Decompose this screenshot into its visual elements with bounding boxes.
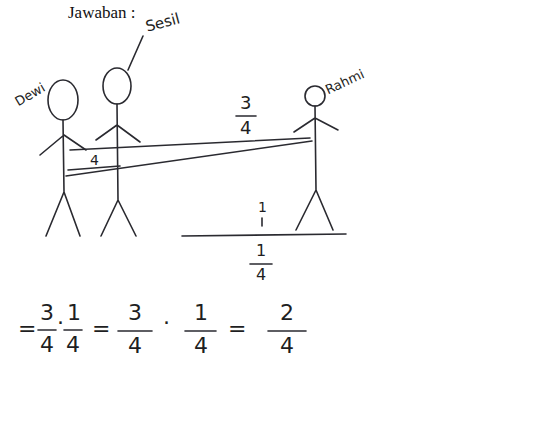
fraction-digit: 4 xyxy=(66,334,80,356)
fraction-digit: 3 xyxy=(128,302,142,324)
equals-sign: = xyxy=(228,318,246,340)
fraction-digit: 4 xyxy=(280,335,294,357)
distance-digit: 1 xyxy=(258,200,267,214)
fraction-digit: 4 xyxy=(128,335,142,357)
heading: Jawaban : xyxy=(68,4,136,21)
multiply-dot: · xyxy=(163,312,170,334)
fraction-digit: 1 xyxy=(256,243,266,259)
equals-sign: = xyxy=(18,318,36,340)
fraction-digit: 4 xyxy=(240,119,251,137)
fraction-digit: 3 xyxy=(40,302,54,324)
equals-sign: = xyxy=(92,318,110,340)
fraction-digit: 1 xyxy=(67,302,81,324)
person-name: Sesil xyxy=(144,11,182,35)
multiply-dot: · xyxy=(57,312,64,334)
person-name: Rahmi xyxy=(323,67,366,96)
fraction-digit: 4 xyxy=(194,335,208,357)
distance-digit: 4 xyxy=(90,153,99,167)
fraction-digit: 2 xyxy=(280,302,294,324)
person-name: Dewi xyxy=(13,81,47,108)
fraction-digit: 4 xyxy=(40,334,54,356)
fraction-digit: 3 xyxy=(240,94,251,112)
fraction-digit: 1 xyxy=(194,302,208,324)
fraction-digit: 4 xyxy=(256,267,266,283)
